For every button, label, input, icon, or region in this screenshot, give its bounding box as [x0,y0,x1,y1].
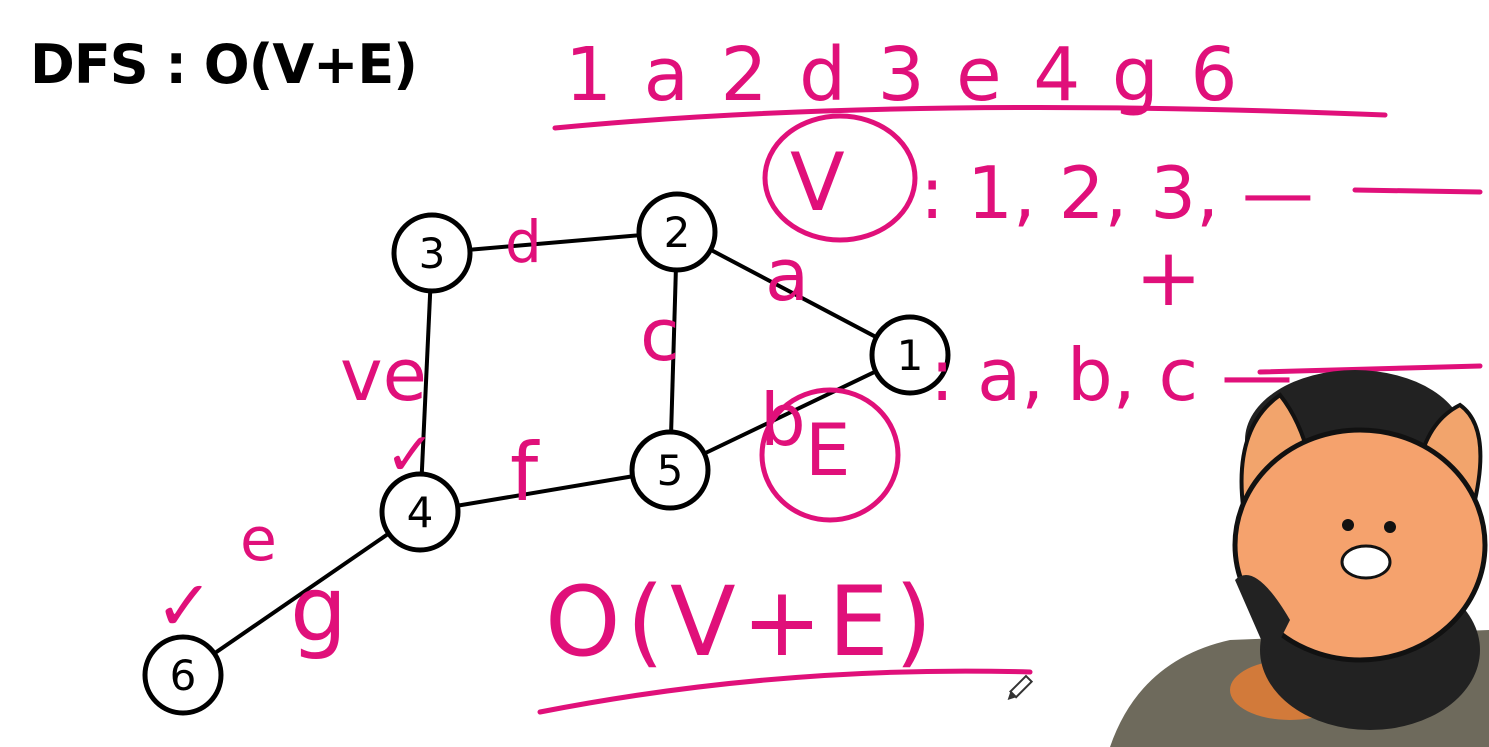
edge-label-g: g [290,557,347,662]
e-label: E [805,408,851,492]
node-label: 6 [170,651,197,700]
plus-sign: + [1135,231,1202,324]
page-title: DFS : O(V+E) [30,33,418,96]
edge-3-4 [418,252,434,513]
v-label: V [790,136,845,229]
edge-5-1 [669,353,911,472]
graph-node-1: 1 [869,314,951,396]
cartoon-cat-avatar [1110,370,1489,747]
edge-label-f: f [510,426,540,519]
edge-4-5 [419,468,671,514]
check-mark: ✓ [385,420,435,490]
e-list-dash [1257,363,1483,375]
graph-node-4: 4 [379,471,461,553]
graph-node-3: 3 [391,212,473,294]
edge-label-a: a [765,233,809,317]
node-label: 2 [664,208,691,257]
edge-label-d: d [505,208,542,276]
graph-node-5: 5 [629,429,711,511]
edge-label-c: c [640,293,680,377]
v-list: : 1, 2, 3, — [920,151,1314,235]
result-complexity: O(V+E) [545,566,938,678]
ve-note: ve [340,333,427,417]
traversal-order: 1 a 2 d 3 e 4 g 6 [565,32,1241,118]
check-mark: ✓ [155,565,214,647]
edge-2-1 [676,230,911,357]
traversal-underline [552,104,1388,131]
node-label: 5 [657,446,684,495]
edge-3-2 [431,230,678,255]
graph-node-6: 6 [142,634,224,716]
edge-label-e: e [240,505,277,575]
result-underline [537,668,1033,715]
edge-label-b: b [760,378,806,462]
v-circle [762,113,918,243]
graph-node-2: 2 [636,191,718,273]
e-list: : a, b, c — [930,333,1293,417]
pen-cursor-icon [1007,674,1034,701]
v-list-dash [1352,187,1483,195]
node-label: 3 [419,229,446,278]
node-label: 4 [407,488,434,537]
edge-4-6 [181,510,422,677]
node-label: 1 [897,331,924,380]
e-circle [759,387,901,523]
